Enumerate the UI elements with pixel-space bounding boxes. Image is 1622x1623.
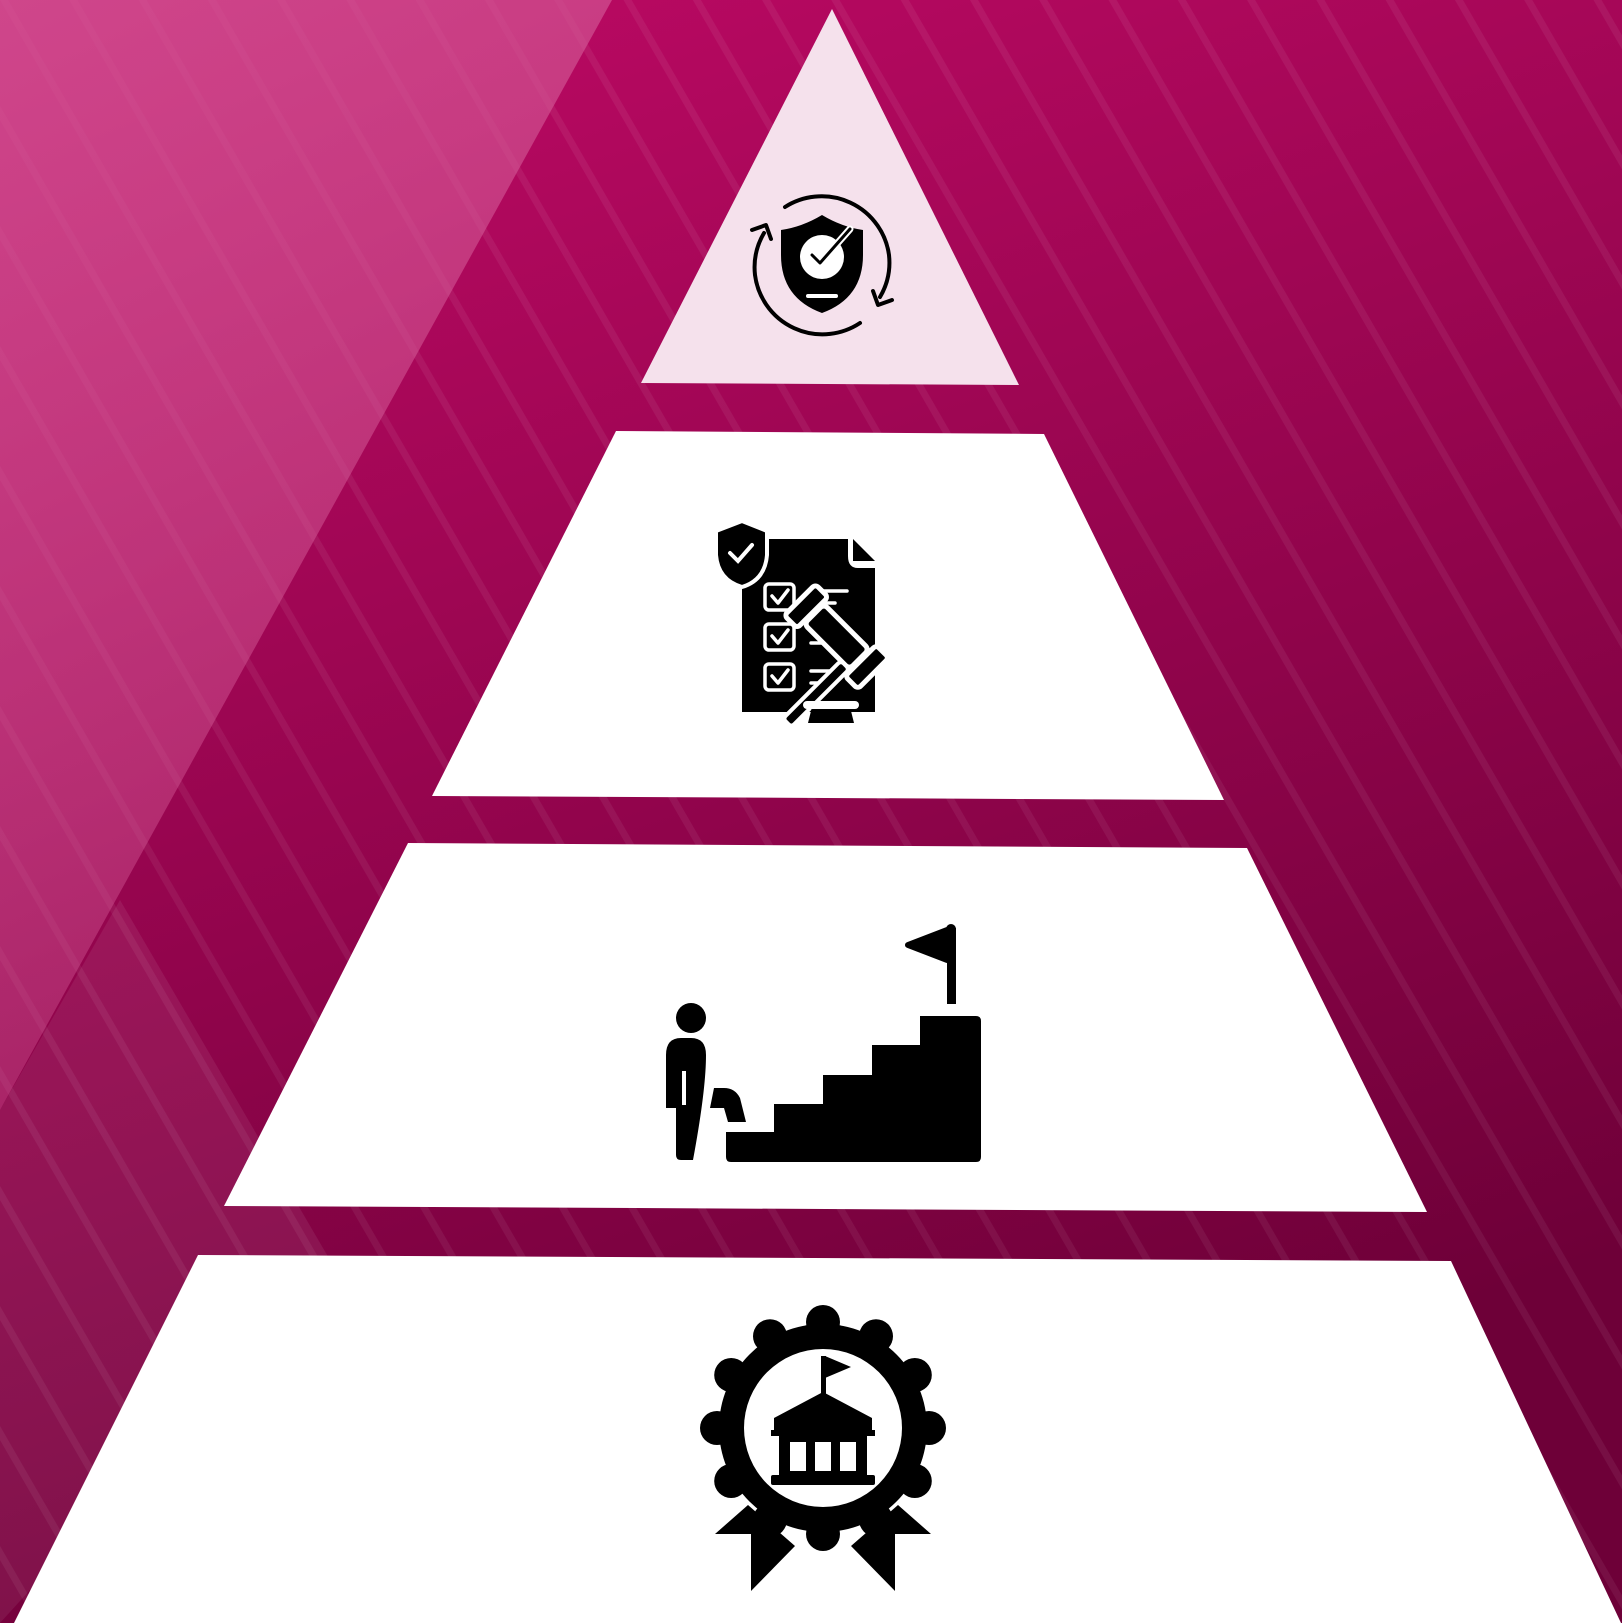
pyramid-tier-2 — [432, 431, 1224, 800]
compliance-checklist-gavel-icon — [714, 518, 890, 728]
background-highlight-lower — [0, 900, 330, 1623]
background-highlight — [0, 0, 612, 1110]
tier-3-shape — [224, 843, 1427, 1212]
pyramid-tier-3 — [224, 843, 1427, 1212]
shield-check-cycle-icon — [750, 194, 894, 337]
pyramid-tier-1 — [641, 9, 1019, 385]
person-stairs-flag-icon — [666, 924, 981, 1162]
pyramid-tier-4 — [14, 1255, 1621, 1623]
institution-award-badge-icon — [700, 1305, 946, 1591]
